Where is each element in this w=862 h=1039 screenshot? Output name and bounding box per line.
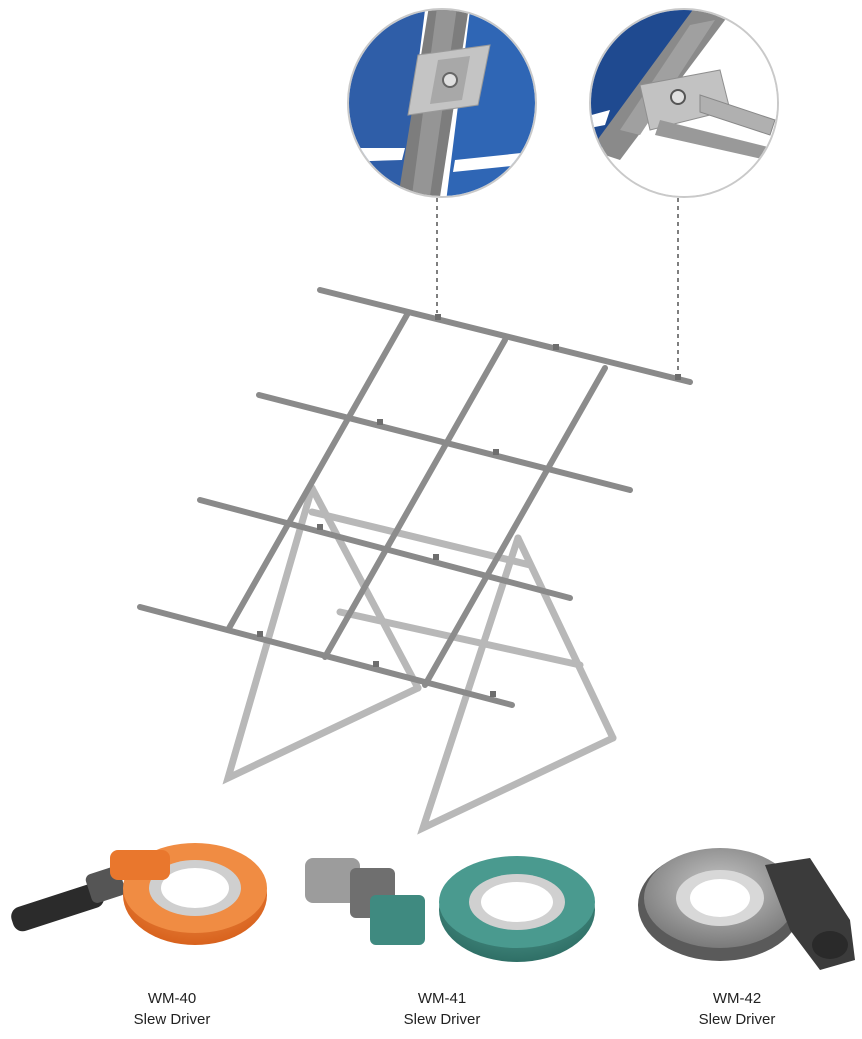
product-caption-wm42: WM-42 Slew Driver xyxy=(637,988,837,1030)
product-model: WM-41 xyxy=(417,990,467,1007)
product-model: WM-42 xyxy=(712,990,762,1007)
product-name: Slew Driver xyxy=(403,1011,481,1028)
product-model: WM-40 xyxy=(147,990,197,1007)
slew-drive-wm40-image xyxy=(11,843,267,945)
tracker-frame xyxy=(137,287,693,835)
clamp-detail-icon xyxy=(347,8,537,198)
product-caption-wm41: WM-41 Slew Driver xyxy=(342,988,542,1030)
leader-lines xyxy=(436,198,679,372)
product-name: Slew Driver xyxy=(133,1011,211,1028)
product-name: Slew Driver xyxy=(698,1011,776,1028)
end-clamp-detail-icon xyxy=(589,8,779,198)
slew-drive-wm42-image xyxy=(638,848,855,970)
product-caption-wm40: WM-40 Slew Driver xyxy=(72,988,272,1030)
slew-drive-wm41-image xyxy=(305,856,595,962)
